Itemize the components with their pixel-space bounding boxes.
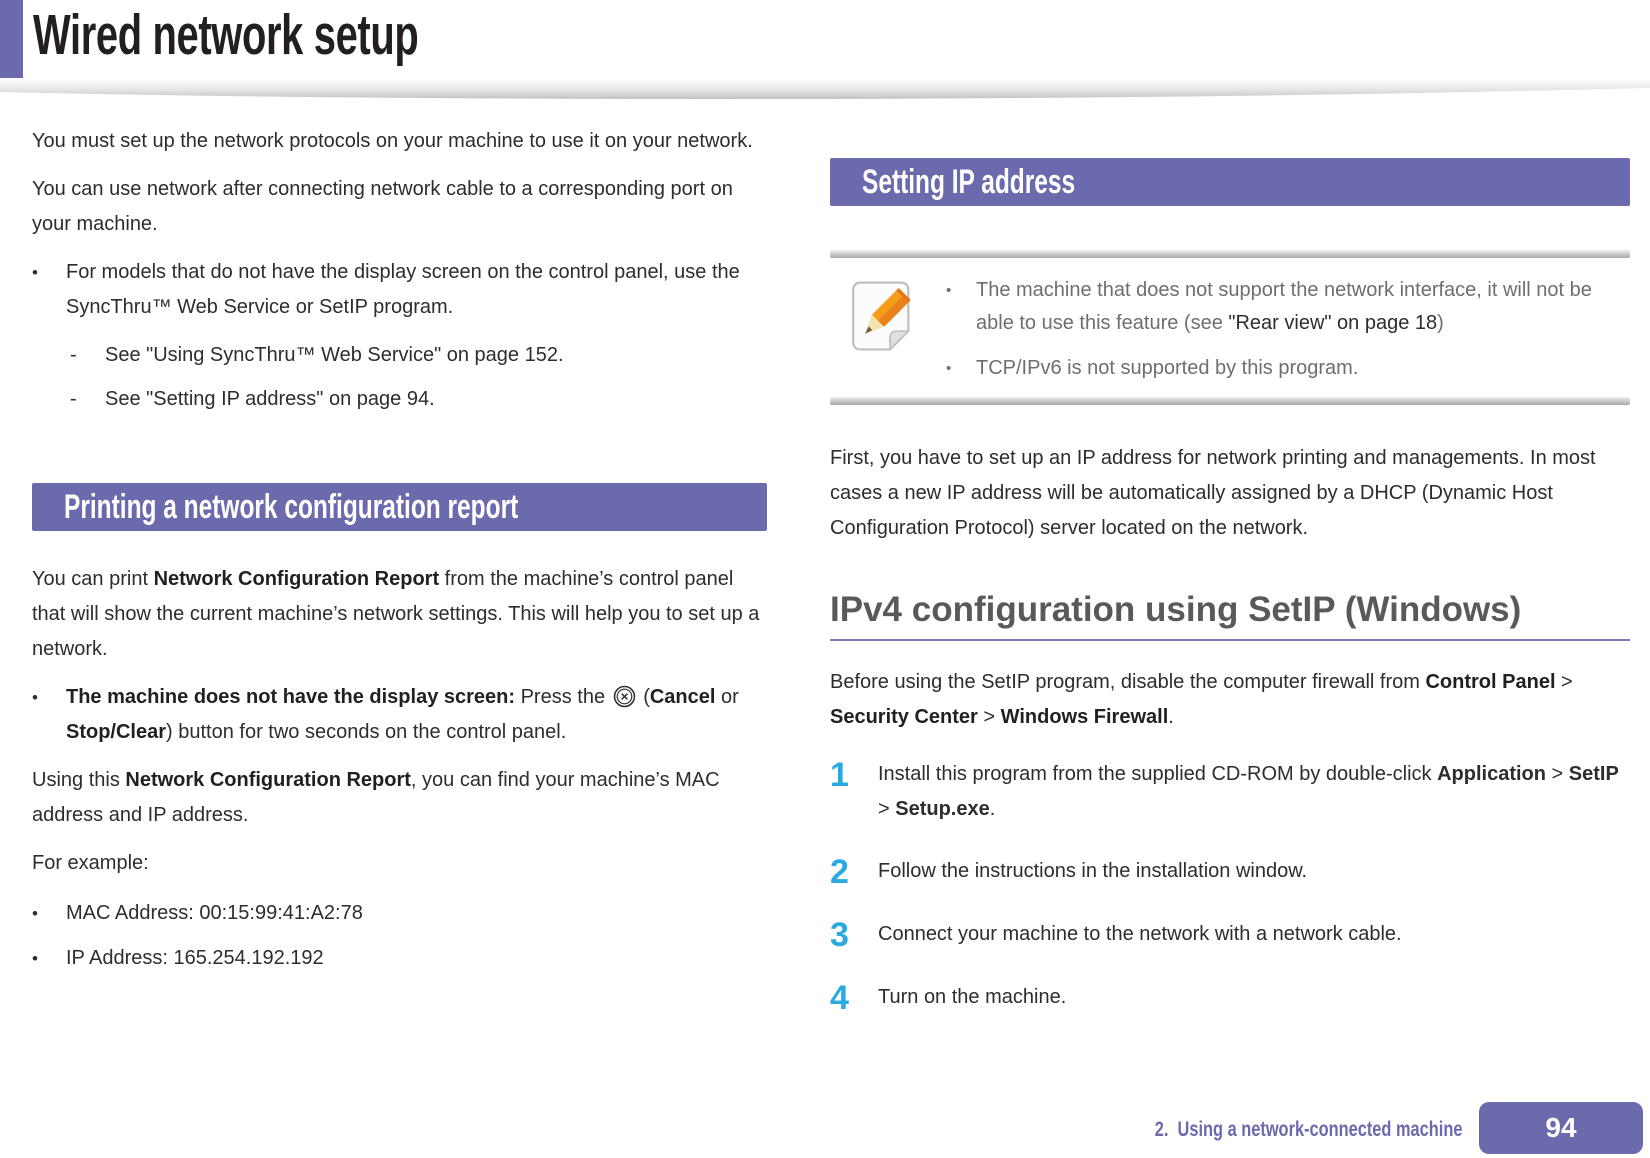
note-item-text: The machine that does not support the ne…: [976, 279, 1592, 334]
step-text: Connect your machine to the network with…: [878, 923, 1402, 945]
title-divider-swoosh: [0, 78, 1650, 100]
list-item-text: The machine does not have the display sc…: [66, 685, 739, 743]
step-1: 1 Install this program from the supplied…: [830, 757, 1630, 827]
bullet-marker: •: [32, 949, 38, 968]
section-header-setting-ip: Setting IP address: [830, 158, 1630, 206]
note-pencil-icon: [846, 274, 946, 385]
page-number: 94: [1545, 1112, 1577, 1143]
step-text: Follow the instructions in the installat…: [878, 860, 1308, 882]
bullet-marker: •: [32, 688, 38, 707]
section-header-printing-report: Printing a network configuration report: [32, 483, 767, 531]
note-box: • The machine that does not support the …: [830, 250, 1630, 405]
step-text: Install this program from the supplied C…: [878, 763, 1619, 820]
cross-reference-link[interactable]: See "Setting IP address" on page 94.: [105, 388, 435, 410]
step-text: Turn on the machine.: [878, 986, 1067, 1008]
subsection-heading-ipv4-setip: IPv4 configuration using SetIP (Windows): [830, 590, 1630, 641]
numbered-steps: 1 Install this program from the supplied…: [830, 757, 1630, 1016]
step-number: 3: [830, 916, 849, 954]
firewall-paragraph: Before using the SetIP program, disable …: [830, 671, 1573, 728]
note-list-item: • TCP/IPv6 is not supported by this prog…: [946, 352, 1616, 385]
list-subitem: - See "Setting IP address" on page 94.: [32, 382, 767, 417]
intro-paragraph-1: You must set up the network protocols on…: [32, 130, 753, 152]
cross-reference-link[interactable]: "Rear view" on page 18: [1228, 312, 1438, 334]
bullet-marker: •: [946, 360, 952, 377]
section-header-text: Setting IP address: [862, 163, 1076, 201]
using-report-paragraph: Using this Network Configuration Report,…: [32, 769, 720, 826]
page-title: Wired network setup: [33, 3, 419, 67]
note-list-item: • The machine that does not support the …: [946, 274, 1616, 340]
bullet-marker: •: [946, 282, 952, 299]
note-body: • The machine that does not support the …: [830, 258, 1630, 397]
note-top-border: [830, 250, 1630, 258]
list-item-ip-address: • IP Address: 165.254.192.192: [32, 941, 767, 976]
cross-reference-link[interactable]: See "Using SyncThru™ Web Service" on pag…: [105, 344, 564, 366]
bullet-marker: •: [32, 904, 38, 923]
step-number: 2: [830, 853, 849, 891]
bullet-marker: •: [32, 263, 38, 282]
note-bottom-border: [830, 397, 1630, 405]
list-item-display-screen: • The machine does not have the display …: [32, 680, 767, 750]
step-number: 1: [830, 756, 849, 794]
list-item-mac-address: • MAC Address: 00:15:99:41:A2:78: [32, 896, 767, 931]
print-report-paragraph: You can print Network Configuration Repo…: [32, 568, 760, 660]
step-2: 2 Follow the instructions in the install…: [830, 854, 1630, 890]
right-column: Setting IP address: [830, 158, 1630, 1043]
dhcp-paragraph: First, you have to set up an IP address …: [830, 447, 1596, 539]
left-column: You must set up the network protocols on…: [32, 124, 767, 989]
note-content: • The machine that does not support the …: [946, 274, 1616, 385]
list-item-models: • For models that do not have the displa…: [32, 255, 767, 325]
list-subitem: - See "Using SyncThru™ Web Service" on p…: [32, 338, 767, 373]
intro-paragraph-2: You can use network after connecting net…: [32, 178, 733, 235]
footer-chapter-label: 2. Using a network-connected machine: [1154, 1118, 1462, 1141]
mac-address-value: MAC Address: 00:15:99:41:A2:78: [66, 902, 363, 924]
list-item-text: For models that do not have the display …: [66, 261, 740, 318]
step-3: 3 Connect your machine to the network wi…: [830, 917, 1630, 953]
cancel-stop-clear-button-icon: [613, 685, 635, 708]
title-accent-bar: [0, 0, 23, 92]
dash-marker: -: [70, 388, 77, 410]
dash-marker: -: [70, 344, 77, 366]
step-4: 4 Turn on the machine.: [830, 980, 1630, 1016]
section-header-text: Printing a network configuration report: [64, 488, 519, 526]
footer-page-number-badge: 94: [1479, 1102, 1643, 1154]
for-example-label: For example:: [32, 852, 149, 874]
ip-address-value: IP Address: 165.254.192.192: [66, 947, 324, 969]
step-number: 4: [830, 979, 849, 1017]
note-item-text: TCP/IPv6 is not supported by this progra…: [976, 357, 1359, 379]
